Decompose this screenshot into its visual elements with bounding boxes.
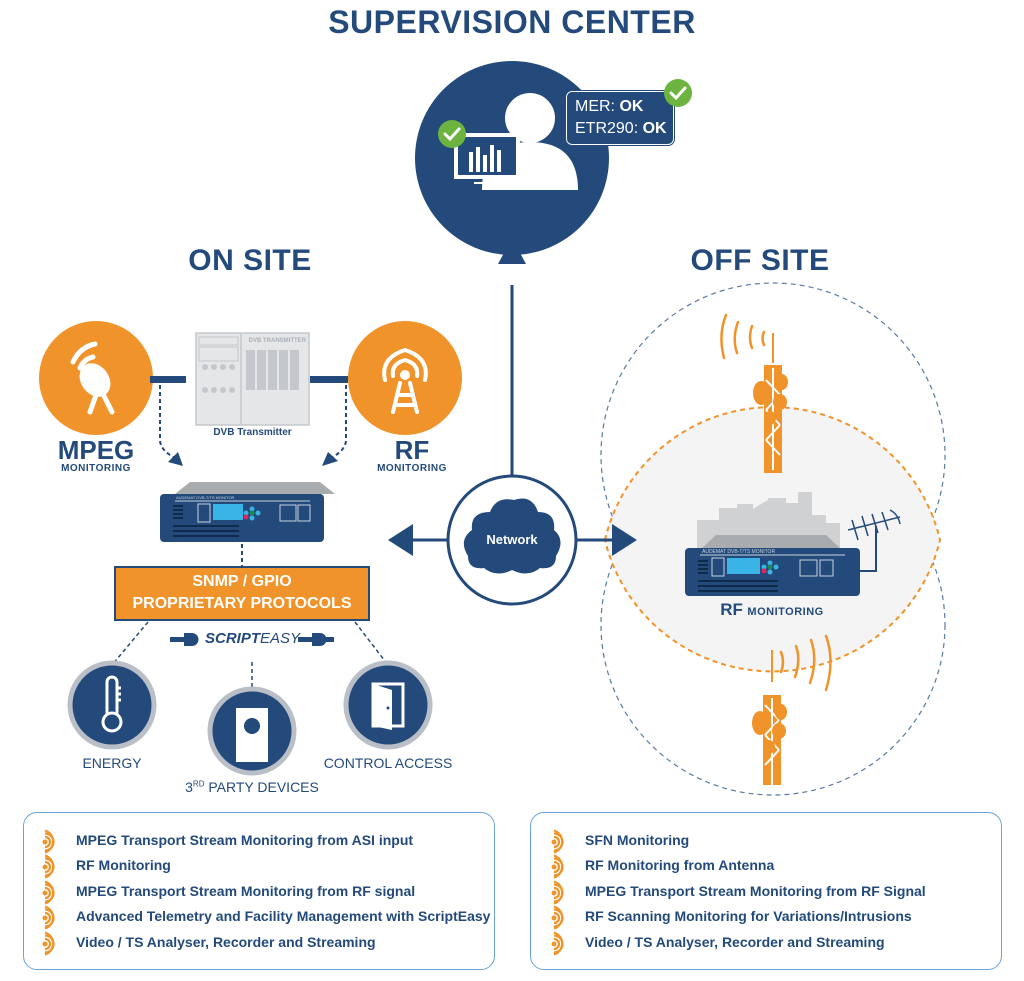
feature-text: RF Monitoring from Antenna [585,857,775,874]
antenna-tower-icon [382,347,428,414]
door-icon [371,682,405,730]
on-site-title: ON SITE [188,244,312,277]
feature-text: RF Scanning Monitoring for Variations/In… [585,908,912,925]
transmission-tower-top-icon [720,313,788,473]
feature-text: MPEG Transport Stream Monitoring from RF… [76,882,416,899]
arrow-to-onsite [388,524,413,556]
status-mer: MER: OK [575,98,644,115]
feature-text: MPEG Transport Stream Monitoring from AS… [76,831,414,848]
signal-waves-icon [42,854,55,879]
signal-waves-icon [551,931,564,956]
signal-waves-icon [42,905,55,930]
thermometer-icon [101,675,123,733]
feature-text: RF Monitoring [76,857,171,874]
mpeg-subtitle: MONITORING [61,463,131,474]
signal-waves-icon [42,880,55,905]
device-box-icon [236,708,268,762]
off-site-title: OFF SITE [690,244,830,277]
transmitter-panel-text: DVB TRANSMITTER [248,338,306,344]
rf-title: RF [394,435,430,465]
check-monitor-icon [438,120,466,148]
feature-item: Video / TS Analyser, Recorder and Stream… [549,929,1001,956]
offsite-monitor-device [685,535,860,596]
scripteasy-logo: SCRIPTEASY [205,630,301,647]
feature-item: RF Scanning Monitoring for Variations/In… [549,904,1001,930]
feature-item: RF Monitoring [40,853,494,879]
signal-waves-icon [551,854,564,879]
feature-item: Video / TS Analyser, Recorder and Stream… [40,929,494,956]
feature-text: Video / TS Analyser, Recorder and Stream… [585,933,885,950]
transmission-tower-bottom-icon [752,634,832,785]
third-party-label: 3RD PARTY DEVICES [185,779,319,795]
monitor-chart-icon [454,133,520,184]
status-etr290: ETR290: OK [575,120,667,137]
network-label: Network [486,532,538,547]
signal-waves-icon [551,829,564,854]
offsite-features-box: SFN Monitoring RF Monitoring from Antenna… [530,812,1002,970]
signal-waves-icon [551,905,564,930]
offsite-device-brand: AUDEMAT DVB-T/TS MONITOR [702,549,776,555]
feature-item: MPEG Transport Stream Monitoring from RF… [40,878,494,905]
scripteasy-plug-left-icon [170,633,199,646]
mpeg-title: MPEG [57,435,135,465]
onsite-features-box: MPEG Transport Stream Monitoring from AS… [23,812,495,970]
signal-waves-icon [42,931,55,956]
protocols-line2: PROPRIETARY PROTOCOLS [132,595,352,612]
rf-subtitle: MONITORING [377,463,447,474]
feature-text: SFN Monitoring [585,831,690,848]
protocols-box: SNMP / GPIO PROPRIETARY PROTOCOLS [114,566,370,621]
offsite-features-list: SFN Monitoring RF Monitoring from Antenna… [549,827,1001,956]
scripteasy-plug-right-icon [298,633,334,646]
signal-waves-icon [42,829,55,854]
status-box: MER: OK ETR290: OK [565,90,675,146]
arrow-to-offsite [612,524,637,556]
onsite-device-brand: AUDEMAT DVB-T/TS MONITOR [176,495,235,500]
onsite-monitor-device [160,482,335,542]
uplink-arrow-head [498,238,526,264]
page-title: SUPERVISION CENTER [328,4,696,40]
feature-item: MPEG Transport Stream Monitoring from RF… [549,878,1001,905]
transmitter-label: DVB Transmitter [213,427,292,438]
signal-waves-icon [551,880,564,905]
energy-circle [67,660,157,750]
feature-item: RF Monitoring from Antenna [549,853,1001,879]
feature-text: Video / TS Analyser, Recorder and Stream… [76,933,376,950]
feature-text: MPEG Transport Stream Monitoring from RF… [585,882,926,899]
satellite-dish-icon [70,341,115,415]
onsite-features-list: MPEG Transport Stream Monitoring from AS… [40,827,494,956]
feature-item: SFN Monitoring [549,827,1001,854]
dvb-transmitter-cabinet [195,332,310,426]
cloud-icon [463,498,561,574]
feature-item: Advanced Telemetry and Facility Manageme… [40,904,494,930]
yagi-antenna-icon [847,509,901,572]
feature-text: Advanced Telemetry and Facility Manageme… [76,908,491,925]
feature-item: MPEG Transport Stream Monitoring from AS… [40,827,494,854]
offsite-rf-label: RF MONITORING [720,600,824,619]
protocols-line1: SNMP / GPIO [192,573,292,590]
energy-label: ENERGY [82,755,142,771]
control-access-label: CONTROL ACCESS [323,755,453,771]
